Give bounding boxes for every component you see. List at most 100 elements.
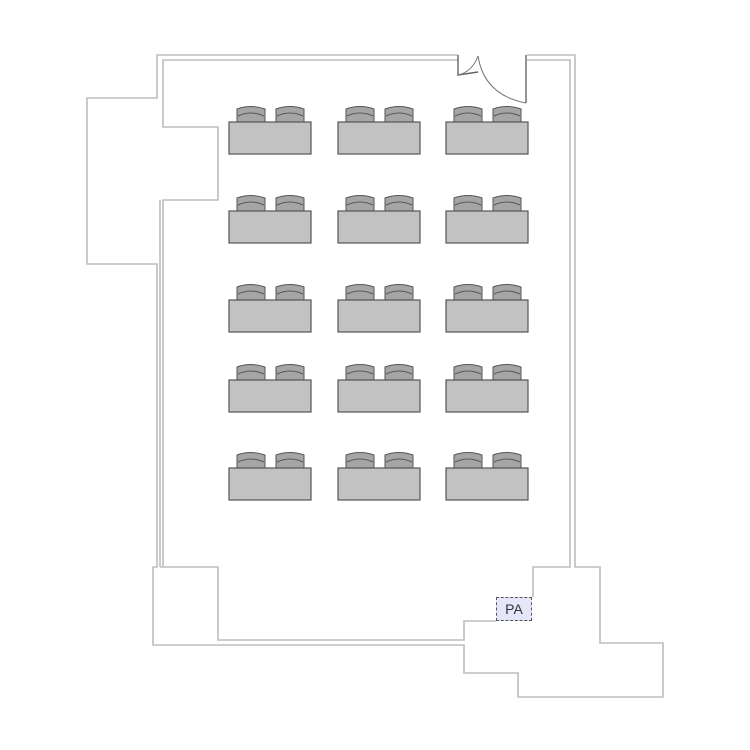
chair-back-line [276, 290, 304, 295]
walls [86, 54, 664, 698]
door-swing-arc [457, 55, 527, 104]
chair [492, 284, 522, 301]
table-group [445, 364, 529, 413]
chair [345, 195, 375, 212]
table [228, 121, 312, 155]
chair [492, 364, 522, 381]
table [445, 467, 529, 501]
table [445, 210, 529, 244]
chair-back-line [385, 290, 413, 295]
chair [384, 364, 414, 381]
chair [345, 364, 375, 381]
chair [453, 452, 483, 469]
table-group [337, 364, 421, 413]
chair [236, 452, 266, 469]
chair [236, 106, 266, 123]
chair-back-line [385, 112, 413, 117]
table [337, 121, 421, 155]
chair-back-line [385, 201, 413, 206]
door [457, 55, 527, 104]
chair [345, 106, 375, 123]
chair-back-line [346, 112, 374, 117]
chair-back-line [276, 370, 304, 375]
table-group [337, 284, 421, 333]
table-group [228, 364, 312, 413]
table-group [445, 452, 529, 501]
chair-back-line [237, 370, 265, 375]
outer-wall [86, 54, 664, 698]
table-group [228, 284, 312, 333]
chair [236, 364, 266, 381]
seating-area [228, 106, 529, 501]
chair [453, 195, 483, 212]
chair [345, 452, 375, 469]
chair-back-line [237, 201, 265, 206]
chair [384, 195, 414, 212]
chair-back-line [385, 458, 413, 463]
table [337, 379, 421, 413]
chair [492, 106, 522, 123]
chair [492, 195, 522, 212]
chair-back-line [346, 458, 374, 463]
chair [384, 452, 414, 469]
table-group [445, 284, 529, 333]
chair [453, 284, 483, 301]
chair [384, 106, 414, 123]
chair [275, 106, 305, 123]
table [228, 210, 312, 244]
chair-back-line [346, 370, 374, 375]
chair-back-line [276, 458, 304, 463]
chair [384, 284, 414, 301]
chair-back-line [493, 458, 521, 463]
table-group [337, 106, 421, 155]
chair-back-line [237, 290, 265, 295]
chair-back-line [493, 201, 521, 206]
table-group [337, 452, 421, 501]
chair-back-line [493, 370, 521, 375]
chair-back-line [454, 112, 482, 117]
chair-back-line [346, 290, 374, 295]
chair-back-line [237, 458, 265, 463]
chair [453, 364, 483, 381]
pa-label: PA [505, 601, 523, 617]
chair [236, 195, 266, 212]
chair-back-line [493, 290, 521, 295]
chair-back-line [493, 112, 521, 117]
chair-back-line [454, 370, 482, 375]
chair [275, 195, 305, 212]
table-group [445, 106, 529, 155]
chair-back-line [276, 201, 304, 206]
chair [236, 284, 266, 301]
chair [275, 364, 305, 381]
table-group [445, 195, 529, 244]
table-group [228, 452, 312, 501]
chair [345, 284, 375, 301]
inner-wall [160, 59, 571, 641]
table [228, 467, 312, 501]
chair [275, 284, 305, 301]
chair-back-line [346, 201, 374, 206]
chair-back-line [276, 112, 304, 117]
table [445, 121, 529, 155]
chair-back-line [454, 458, 482, 463]
table [337, 299, 421, 333]
chair [492, 452, 522, 469]
table [337, 210, 421, 244]
pa-station[interactable]: PA [496, 597, 532, 621]
table [445, 379, 529, 413]
table [337, 467, 421, 501]
door-jamb-left [457, 55, 479, 76]
table [228, 379, 312, 413]
chair-back-line [237, 112, 265, 117]
chair [275, 452, 305, 469]
chair [453, 106, 483, 123]
chair-back-line [385, 370, 413, 375]
table-group [228, 106, 312, 155]
table [445, 299, 529, 333]
table-group [337, 195, 421, 244]
table-group [228, 195, 312, 244]
chair-back-line [454, 201, 482, 206]
table [228, 299, 312, 333]
